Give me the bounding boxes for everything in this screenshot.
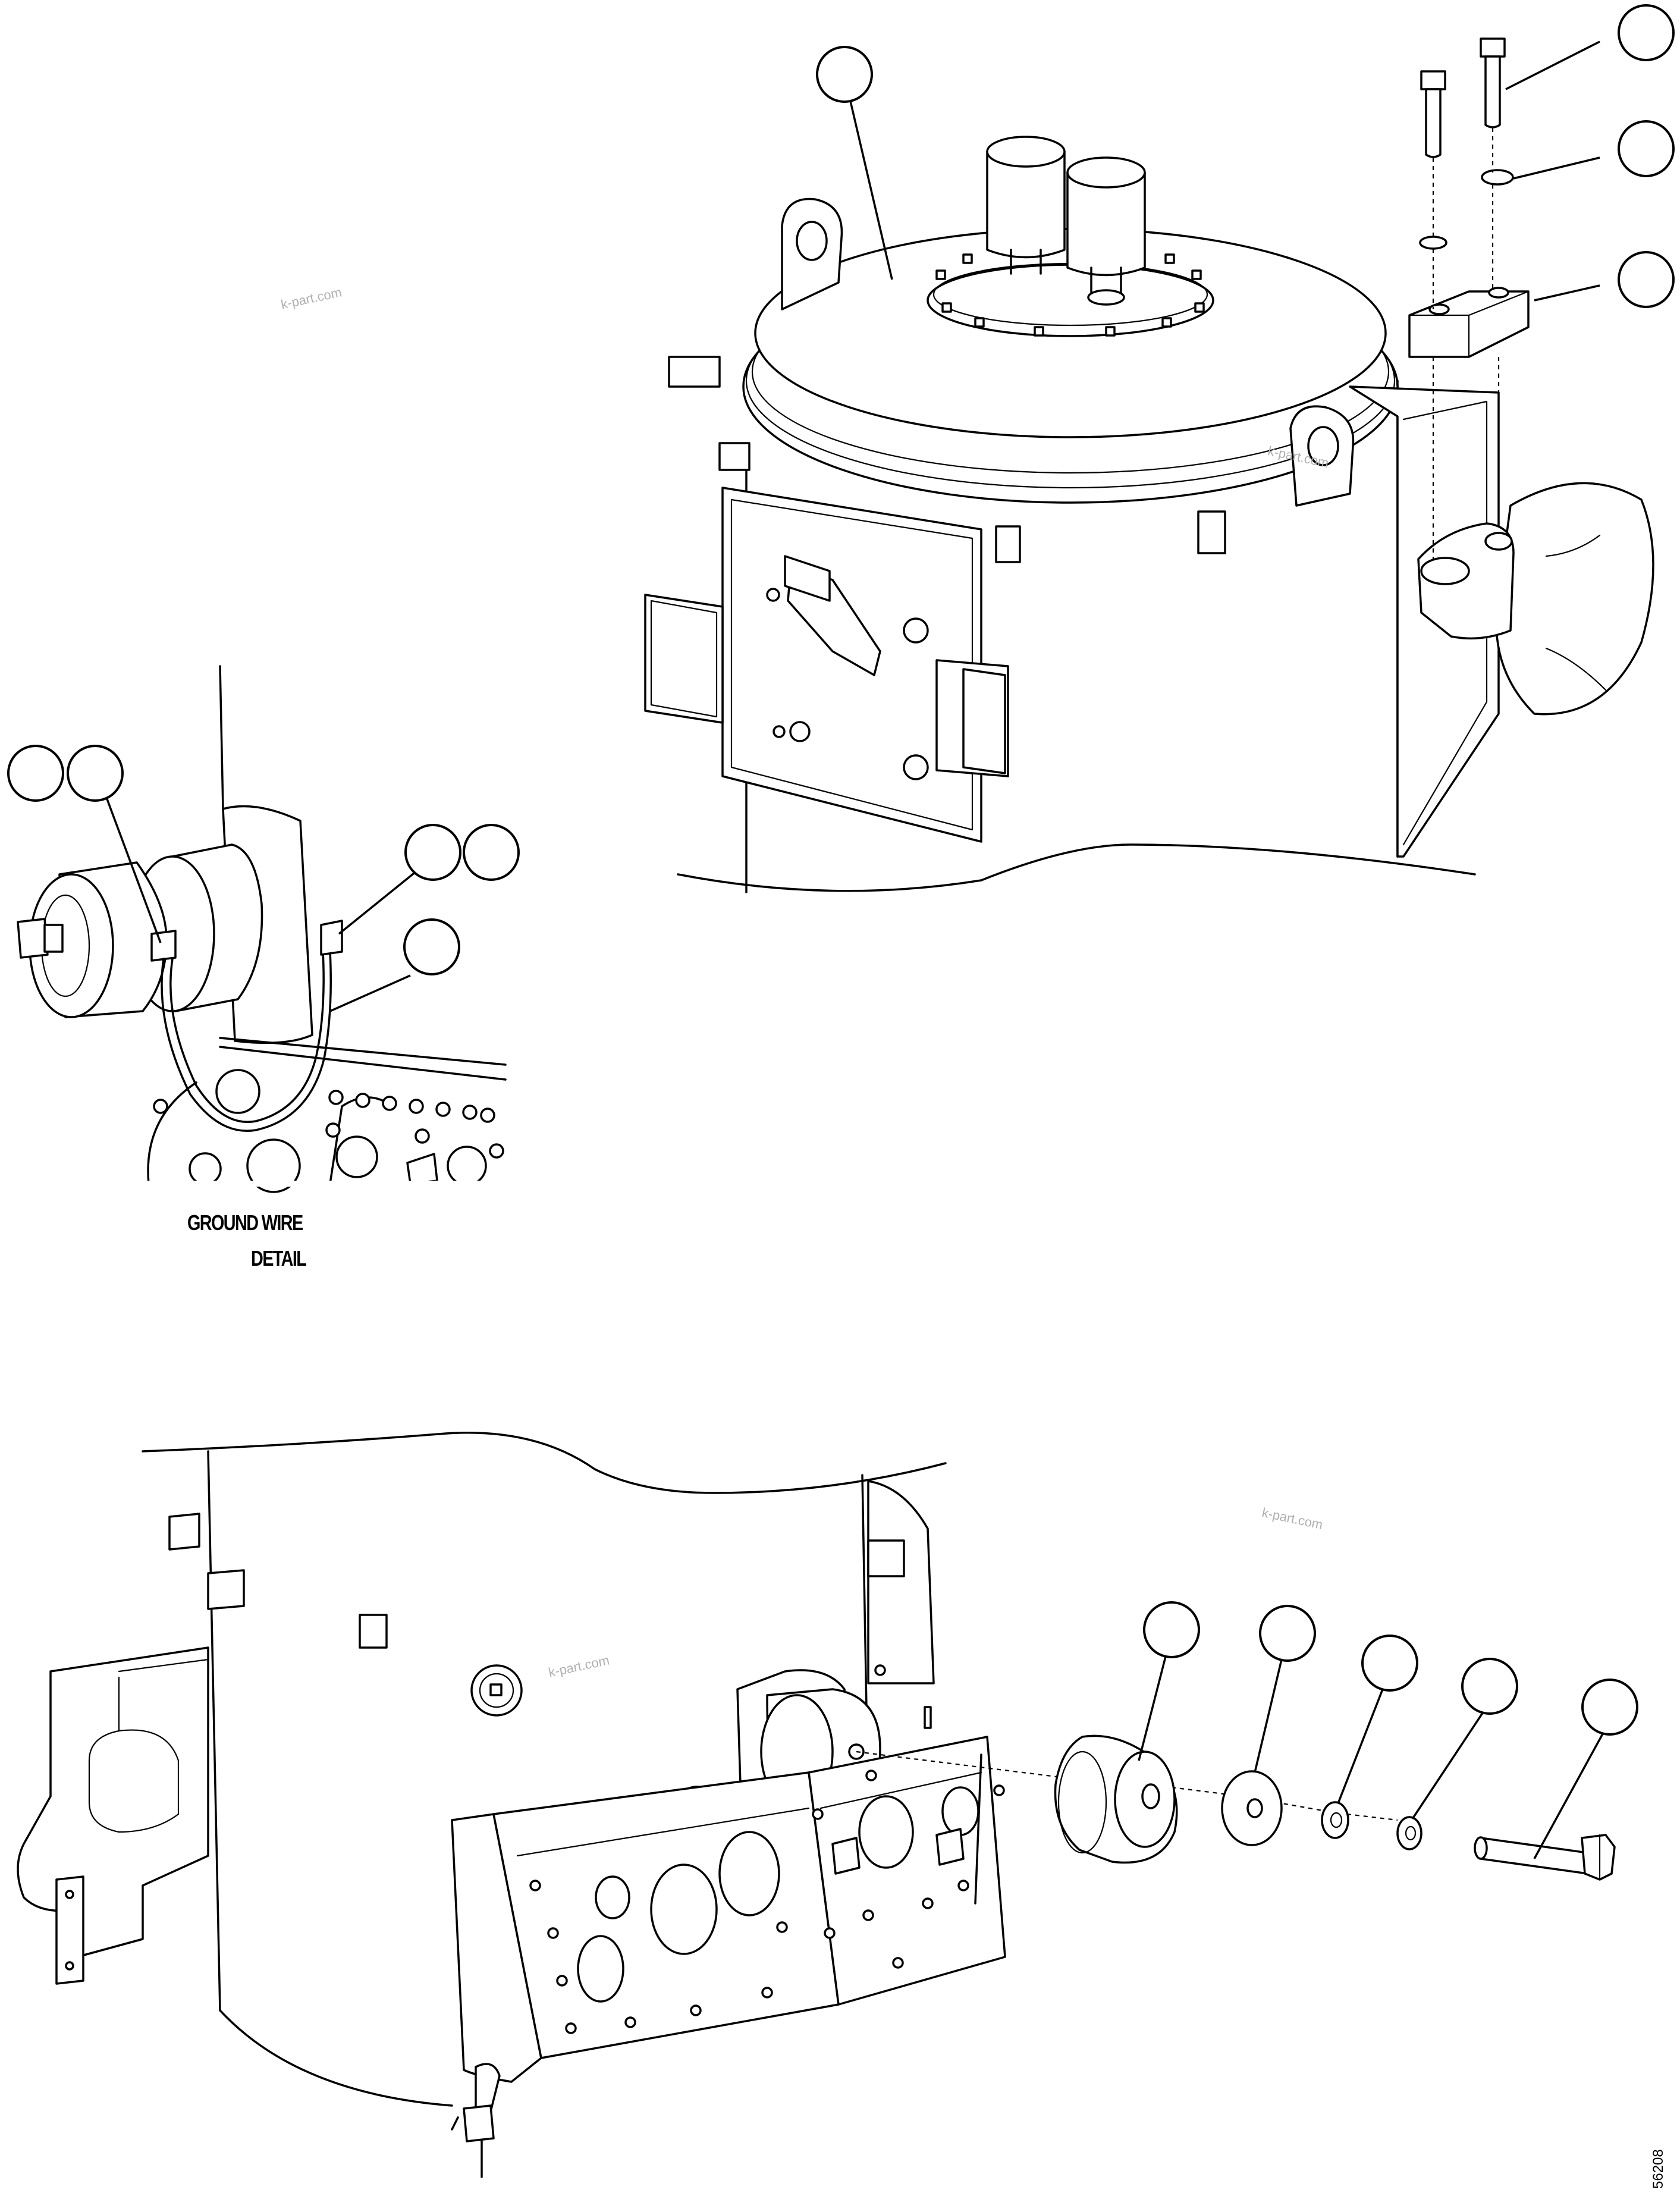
tank-cover-assembly — [644, 4, 1675, 893]
side-bracket — [1349, 385, 1654, 858]
callout-cover — [816, 46, 873, 103]
block-bolts-bottom — [529, 1770, 1005, 2034]
callouts-top — [816, 4, 1675, 308]
callout-cap-screw-bottom — [1581, 1679, 1638, 1736]
detail-caption-line2: DETAIL — [251, 1246, 307, 1270]
access-cover — [644, 487, 1009, 843]
callout-large-washer — [1259, 1605, 1316, 1662]
mount-isolator-assembly — [17, 1432, 1638, 2178]
callout-isolator — [1143, 1601, 1200, 1658]
exploded-parts — [1054, 1734, 1616, 1881]
block-bolts — [153, 1090, 504, 1159]
callout-washer — [1618, 120, 1675, 177]
left-bracket — [17, 1646, 209, 1985]
callouts-detail — [7, 745, 520, 1012]
figure-number: 56208 — [1650, 2149, 1666, 2189]
callout-detail-nut-b — [404, 824, 461, 881]
detail-caption-line1: GROUND WIRE — [187, 1210, 303, 1235]
callout-cap-screw — [1618, 4, 1675, 61]
filter-cans — [986, 136, 1146, 306]
callout-detail-washer-a — [67, 745, 124, 802]
callout-detail-nut-a — [7, 745, 64, 802]
callout-lock-washer — [1461, 1658, 1518, 1715]
callouts-bottom — [1138, 1601, 1638, 1859]
callout-ground-wire — [403, 918, 460, 975]
callout-detail-washer-b — [463, 824, 520, 881]
ground-wire-detail — [7, 665, 520, 1193]
callout-block — [1618, 251, 1675, 308]
mounting-hardware — [1408, 37, 1530, 559]
engine-block — [451, 1736, 1006, 2178]
callout-flat-washer — [1361, 1635, 1418, 1692]
